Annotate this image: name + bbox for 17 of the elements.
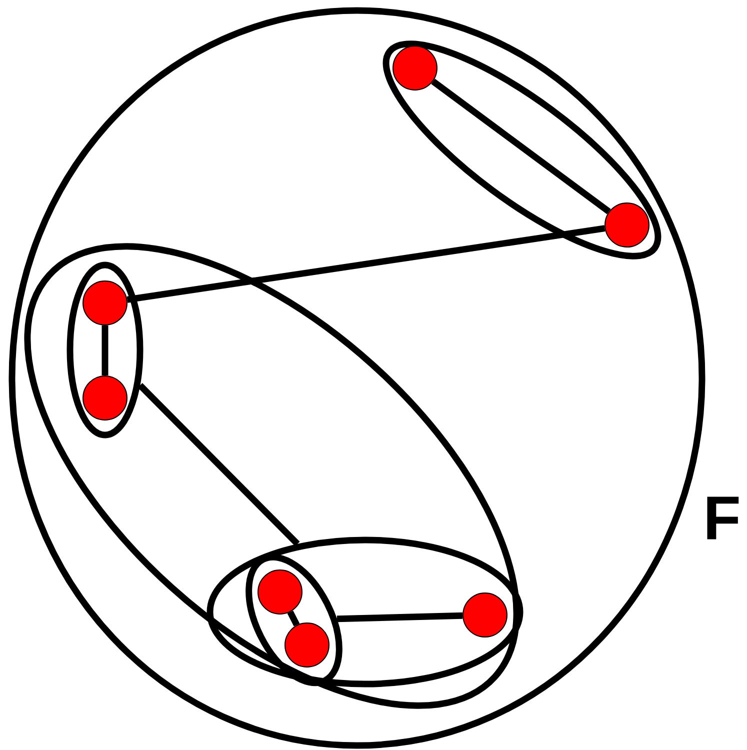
connector-line [431,78,611,214]
set-ellipse [206,536,524,688]
connector-line [287,610,300,626]
set-label: F [707,496,739,540]
dot [284,622,330,668]
dot [82,376,128,420]
dot [462,592,508,638]
dot [604,202,650,248]
connector-line [138,383,300,546]
connector-line [126,225,606,303]
dot [82,280,128,326]
set-ellipse [66,262,144,438]
set-ellipse [8,7,706,749]
dot [258,570,302,614]
dot [392,46,438,90]
connector-line [102,326,108,376]
connector-line [336,612,463,622]
